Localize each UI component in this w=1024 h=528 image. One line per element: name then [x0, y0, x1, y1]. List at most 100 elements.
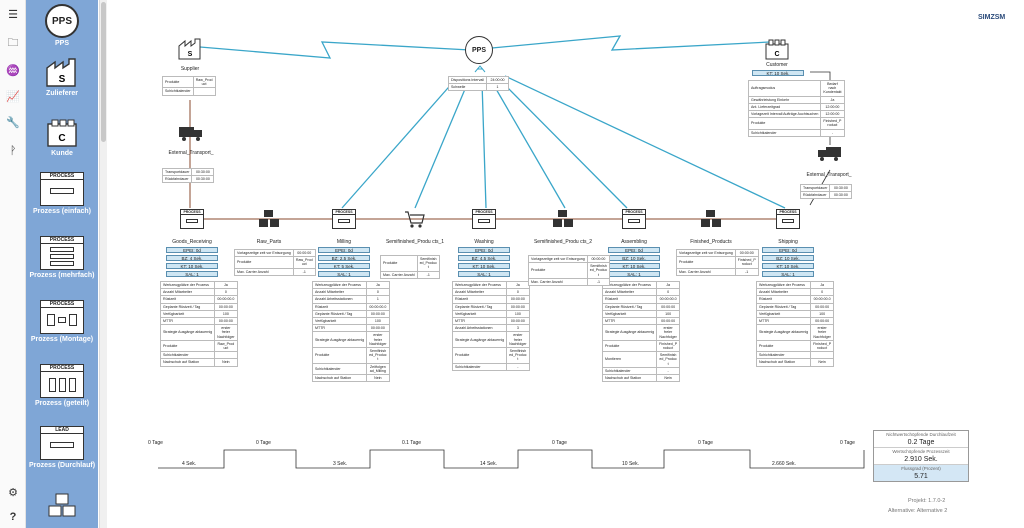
attribute-value[interactable]: 00:00:00 [734, 248, 759, 258]
attribute-value[interactable]: Nein [656, 374, 681, 383]
attribute-value[interactable]: Raw_Prod uct [214, 339, 238, 353]
attribute-value[interactable]: Raw_Prod uct [192, 75, 216, 89]
attribute-value[interactable]: Nein [214, 358, 238, 367]
attribute-value[interactable]: 3 [506, 324, 530, 333]
attribute-value[interactable]: 00:30:00 [829, 191, 853, 200]
palette-item-process-assembly[interactable]: PROCESS Prozess (Montage) [26, 300, 98, 344]
folder-icon[interactable]: 🗀 [7, 37, 19, 49]
process-icon[interactable]: PROCESS [332, 209, 356, 229]
attribute-value[interactable]: 100 [214, 309, 238, 319]
attribute-value[interactable]: 00:00:00 [586, 254, 611, 264]
attribute-value[interactable]: erster freier Nachfolger [506, 331, 530, 349]
supplier-factory-icon[interactable]: S [178, 38, 202, 60]
attribute-value[interactable]: 0 [656, 288, 681, 297]
attribute-value[interactable]: Semifinish ed_Produc t [366, 347, 390, 364]
attribute-value[interactable]: 0 [810, 288, 835, 297]
attribute-value[interactable]: Ja [810, 280, 835, 290]
attribute-value[interactable]: Finished_P roduct [820, 117, 845, 130]
hierarchy-icon[interactable]: ♒ [6, 65, 20, 77]
attribute-value[interactable]: 00:00:00 [292, 248, 316, 258]
attribute-value[interactable]: -1 [416, 270, 440, 279]
attribute-value[interactable]: - [656, 366, 681, 376]
customer-building-icon[interactable]: C [764, 38, 790, 60]
attribute-value[interactable]: -1 [586, 277, 611, 287]
attribute-value[interactable]: Finished_P roduct [810, 339, 835, 353]
attribute-value[interactable]: 00:00:00 [656, 302, 681, 311]
palette-item-process-multi[interactable]: PROCESS Prozess (mehrfach) [26, 236, 98, 280]
attribute-value[interactable]: 00:00:00.0 [214, 295, 238, 304]
palette-item-customer[interactable]: C Kunde [26, 118, 98, 158]
wrench-icon[interactable]: 🔧 [6, 117, 20, 129]
truck-icon[interactable] [178, 124, 204, 142]
palette-item-process-simple[interactable]: PROCESS Prozess (einfach) [26, 172, 98, 216]
attribute-value[interactable]: 00:00:00.0 [656, 295, 681, 304]
attribute-value[interactable]: 00:00:00 [810, 317, 835, 326]
chart-icon[interactable]: 📈 [6, 91, 20, 103]
attribute-value[interactable]: 12:00:00 [820, 110, 845, 119]
attribute-value[interactable] [810, 351, 835, 360]
attribute-value[interactable]: Ja [656, 280, 681, 290]
attribute-value[interactable]: 00:00:00 [656, 317, 681, 326]
attribute-value[interactable]: 1 [485, 83, 509, 92]
attribute-value[interactable]: erster freier Nachfolger [214, 324, 238, 341]
attribute-value[interactable]: 0 [506, 288, 530, 297]
attribute-value[interactable]: 12:00:00 [820, 102, 845, 112]
palette-scrollbar[interactable] [99, 0, 107, 528]
attribute-value[interactable]: 00:30:00 [191, 167, 215, 177]
attribute-value[interactable]: Ja [820, 95, 845, 104]
attribute-value[interactable]: 00:00:00 [214, 302, 238, 311]
attribute-value[interactable]: Ja [506, 280, 530, 290]
boxes-icon[interactable] [700, 209, 722, 229]
attribute-value[interactable]: 00:00:00 [810, 302, 835, 311]
attribute-value[interactable]: -1 [734, 267, 759, 276]
process-icon[interactable]: PROCESS [472, 209, 496, 229]
attribute-value[interactable]: 100 [656, 309, 681, 319]
attribute-value[interactable]: Ja [366, 280, 390, 290]
attribute-value[interactable]: Raw_Prod uct [292, 256, 316, 269]
attribute-value[interactable]: Ja [214, 280, 238, 290]
process-icon[interactable]: PROCESS [776, 209, 800, 229]
attribute-value[interactable]: 00:00:00 [366, 309, 390, 319]
attribute-value[interactable]: - [506, 362, 530, 371]
menu-icon[interactable]: ☰ [8, 9, 18, 21]
palette-item-supplier[interactable]: S Zulieferer [26, 58, 98, 98]
attribute-value[interactable]: erster freier Nachfolger [656, 324, 681, 341]
attribute-value[interactable]: Semifinish ed_Produc t [586, 262, 611, 279]
attribute-value[interactable]: 0 [214, 288, 238, 297]
attribute-value[interactable]: erster freier Nachfolger [810, 324, 835, 341]
attribute-value[interactable] [214, 351, 238, 360]
attribute-value[interactable]: 100 [810, 309, 835, 319]
attribute-value[interactable]: Bedarf nach Kundentakt [820, 80, 845, 97]
attribute-value[interactable]: erster freier Nachfolger [366, 331, 390, 349]
attribute-value[interactable]: 00:00:00.0 [366, 302, 390, 311]
attribute-value[interactable]: 100 [506, 309, 530, 319]
attribute-value[interactable]: 00:00:00 [506, 317, 530, 326]
attribute-value[interactable]: -1 [292, 267, 316, 276]
pps-node-icon[interactable]: PPS [465, 36, 493, 64]
attribute-value[interactable]: Nein [366, 374, 390, 383]
attribute-value[interactable]: - [820, 128, 845, 137]
attribute-value[interactable]: Nein [810, 358, 835, 367]
boxes-icon[interactable] [552, 209, 574, 229]
truck-icon[interactable] [816, 144, 842, 162]
scroll-thumb[interactable] [101, 2, 106, 142]
attribute-value[interactable]: 0 [366, 288, 390, 297]
attribute-value[interactable]: 1 [366, 295, 390, 304]
attribute-value[interactable]: 00:00:00.0 [810, 295, 835, 304]
attribute-value[interactable]: 00:00:00 [366, 324, 390, 333]
attribute-value[interactable]: Semifinish ed_Produc t [656, 351, 681, 368]
attribute-value[interactable]: 00:30:00 [191, 175, 215, 184]
palette-item-process-lead[interactable]: LEAD Prozess (Durchlauf) [26, 426, 98, 470]
process-icon[interactable]: PROCESS [180, 209, 204, 229]
gear-icon[interactable]: ⚙ [8, 487, 18, 499]
boxes-icon[interactable] [258, 209, 280, 229]
cart-icon[interactable] [404, 209, 426, 229]
attribute-value[interactable]: 24:00:00 [485, 75, 509, 85]
attribute-value[interactable]: Finished_P roduct [734, 256, 759, 269]
branch-icon[interactable]: ᚹ [9, 145, 17, 157]
attribute-value[interactable]: Finished_P roduct [656, 339, 681, 353]
attribute-value[interactable]: Semifinish ed_Produc t [506, 347, 530, 364]
palette-item-boxes[interactable] [26, 492, 98, 522]
attribute-value[interactable]: 00:00:00 [506, 302, 530, 311]
attribute-value[interactable]: Semifinish ed_Produc t [416, 255, 440, 272]
